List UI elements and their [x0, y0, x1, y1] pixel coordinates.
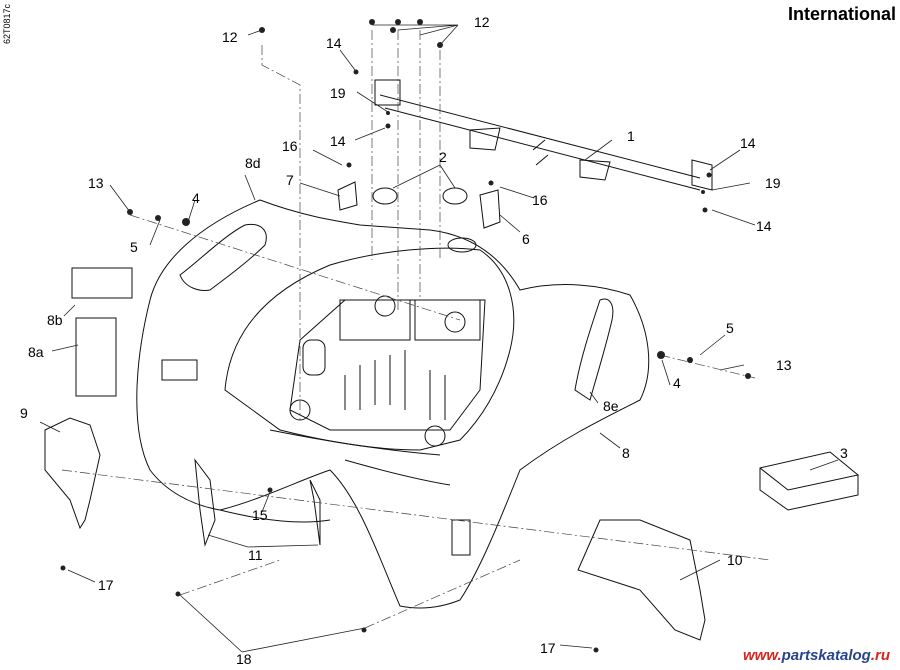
crossbar-tube: [379, 94, 701, 191]
crossbar-mount-plate-1: [469, 127, 501, 151]
callout-15: 15: [252, 507, 268, 523]
tray-hole-1: [374, 295, 396, 317]
callout-4-right: 4: [673, 375, 681, 391]
grommet-2b: [442, 187, 468, 205]
callout-3: 3: [840, 445, 848, 461]
screw-12-d: [437, 42, 443, 48]
callout-19-b: 19: [765, 175, 781, 191]
storage-tray-inner: [289, 299, 486, 431]
grommet-2c: [447, 237, 477, 253]
callout-6: 6: [522, 231, 530, 247]
bracket-6: [479, 189, 501, 229]
screw-14-a: [353, 69, 359, 75]
screw-13-right: [745, 373, 751, 379]
grommet-2a: [372, 187, 398, 205]
screw-14-d: [702, 207, 708, 213]
washer-5-right: [687, 357, 693, 363]
callout-8: 8: [622, 445, 630, 461]
callout-5-right: 5: [726, 320, 734, 336]
tray-hole-2: [444, 311, 466, 333]
callout-7: 7: [286, 172, 294, 188]
washer-19-b: [701, 190, 705, 194]
tray-post: [302, 339, 326, 376]
callout-10: 10: [727, 552, 743, 568]
side-panel-10: [577, 519, 706, 641]
screw-16-b: [488, 180, 494, 186]
callout-14-a: 14: [326, 35, 342, 51]
crossbar-bracket-left: [374, 79, 401, 106]
callout-11: 11: [248, 547, 263, 563]
callout-13-right: 13: [776, 357, 792, 373]
callout-16-right: 16: [532, 192, 548, 208]
callout-5-left: 5: [130, 239, 138, 255]
decal-8d: [179, 223, 267, 291]
tray-hole-4: [424, 425, 446, 447]
screw-12-b: [395, 19, 401, 25]
washer-19-a: [386, 111, 390, 115]
callout-8e: 8e: [603, 398, 619, 414]
decal-8a: [75, 317, 117, 397]
crossbar-rod: [532, 139, 549, 166]
callout-16-left: 16: [282, 138, 298, 154]
bracket-11: [194, 458, 321, 547]
callout-19-a: 19: [330, 85, 346, 101]
rear-fender-body: [136, 199, 650, 609]
callout-17-right: 17: [540, 640, 556, 656]
storage-tray-rim: [224, 247, 515, 451]
callout-12-left: 12: [222, 29, 238, 45]
crossbar-mount-plate-2: [579, 159, 611, 181]
callout-14-b: 14: [330, 133, 346, 149]
callout-14-d: 14: [756, 218, 772, 234]
screw-12-c: [417, 19, 423, 25]
screw-12-e: [390, 27, 396, 33]
bracket-7: [337, 181, 358, 211]
callout-4-left: 4: [192, 190, 200, 206]
screw-12-a: [369, 19, 375, 25]
screw-16-a: [346, 162, 352, 168]
callout-1: 1: [627, 128, 635, 144]
watermark: www.partskatalog.ru: [743, 647, 890, 664]
screw-17-left: [60, 565, 66, 571]
watermark-tld: .ru: [870, 647, 890, 664]
tray-ribs: [344, 350, 446, 420]
callout-8b: 8b: [47, 312, 63, 328]
screw-14-b: [385, 123, 391, 129]
callout-12-top: 12: [474, 14, 490, 30]
washer-5-left: [155, 215, 161, 221]
nut-4-right: [657, 351, 665, 359]
callout-8a: 8a: [28, 344, 44, 360]
decal-8e: [574, 298, 614, 401]
callout-labels: 1 2 3 4 4 5 5 6 7 8 8a 8b 8d 8e 9 10 11 …: [20, 14, 848, 667]
tray-compartment-left: [339, 299, 411, 341]
callout-9: 9: [20, 405, 28, 421]
screw-17-right: [593, 647, 599, 653]
diagram-title: International: [787, 4, 896, 24]
callout-13-left: 13: [88, 175, 104, 191]
rivet-18-a: [175, 591, 181, 597]
foam-pad-3: [759, 451, 860, 511]
callout-17-left: 17: [98, 577, 114, 593]
side-panel-9: [44, 417, 101, 530]
decal-area-left: [161, 359, 198, 381]
callout-14-c: 14: [740, 135, 756, 151]
rivet-18-b: [361, 627, 367, 633]
decal-8b: [71, 267, 133, 299]
screw-14-c: [706, 172, 712, 178]
watermark-prefix: www.: [743, 647, 782, 664]
screw-15: [267, 487, 273, 493]
decal-area-center: [451, 519, 471, 556]
watermark-brand: partskatalog: [781, 647, 871, 664]
tray-compartment-right: [414, 299, 481, 341]
screw-13-left: [127, 209, 133, 215]
callout-2: 2: [439, 149, 447, 165]
screw-12-left: [259, 27, 265, 33]
nut-4-left: [182, 218, 190, 226]
callout-8d: 8d: [245, 155, 261, 171]
callout-18: 18: [236, 651, 252, 667]
